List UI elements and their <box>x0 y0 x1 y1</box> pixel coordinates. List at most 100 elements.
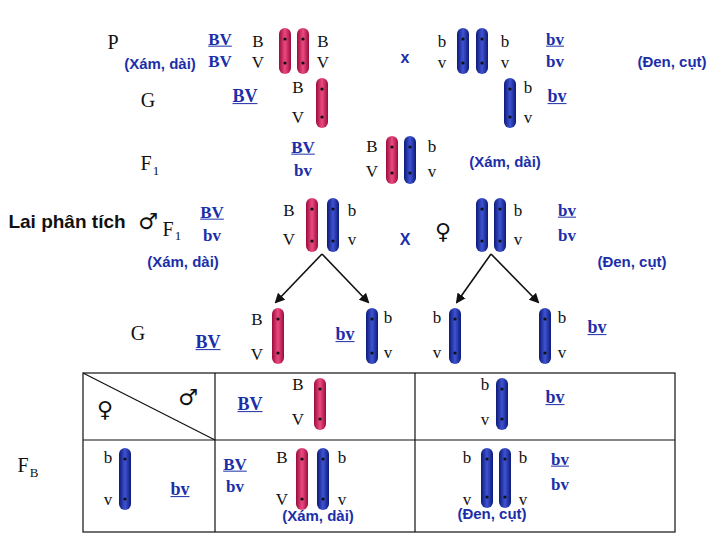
allele-letter: b <box>384 309 393 328</box>
gene-locus <box>123 497 126 500</box>
gene-locus <box>485 457 488 460</box>
allele-letter: b <box>438 33 447 52</box>
allele-letter: v <box>428 163 437 182</box>
chromosome <box>499 448 511 508</box>
genotype-denominator: bv <box>203 227 221 246</box>
generation-label: G <box>131 322 145 344</box>
allele-letter: B <box>283 202 294 221</box>
gene-locus <box>453 317 456 320</box>
chromosome <box>476 28 488 74</box>
gene-locus <box>498 239 501 242</box>
allele-letter: V <box>252 54 264 73</box>
gene-locus <box>310 207 313 210</box>
generation-label: P <box>107 31 118 53</box>
genotype-denominator: bv <box>558 227 576 246</box>
subscript: 1 <box>153 164 160 178</box>
allele-letter: B <box>317 33 328 52</box>
allele-letter: B <box>251 311 262 330</box>
chromosome <box>314 378 326 430</box>
genotype-numerator: bv <box>551 451 569 470</box>
chromosome <box>296 448 308 510</box>
chromosome <box>366 308 378 364</box>
gene-locus <box>543 351 546 354</box>
gene-locus <box>408 145 411 148</box>
gene-locus <box>500 417 503 420</box>
genotype-numerator: BV <box>291 139 315 158</box>
chromosome <box>504 78 516 128</box>
allele-letter: V <box>276 491 288 510</box>
generation-label: G <box>141 89 155 111</box>
allele-letter: B <box>276 449 287 468</box>
gamete-genotype: BV <box>232 87 257 107</box>
allele-letter: B <box>292 376 303 395</box>
gamete-genotype: bv <box>587 318 606 338</box>
gene-locus <box>321 497 324 500</box>
table-rule <box>414 373 415 532</box>
phenotype-label: (Xám, dài) <box>282 508 354 525</box>
gene-locus <box>300 497 303 500</box>
allele-letter: b <box>428 138 437 157</box>
genotype-denominator: bv <box>294 162 312 181</box>
chromosome <box>327 198 339 252</box>
allele-letter: b <box>558 309 567 328</box>
allele-letter: v <box>433 344 442 363</box>
gene-locus <box>480 239 483 242</box>
allele-letter: v <box>524 109 533 128</box>
gene-locus <box>370 317 373 320</box>
phenotype-label: (Xám, dài) <box>124 56 196 73</box>
gene-locus <box>500 387 503 390</box>
table-border <box>83 373 675 532</box>
gene-locus <box>301 37 304 40</box>
chromosome <box>317 448 329 510</box>
allele-letter: B <box>292 79 303 98</box>
allele-letter: b <box>463 449 472 468</box>
arrow <box>457 254 491 302</box>
gene-locus <box>480 61 483 64</box>
gamete-genotype: bv <box>170 480 189 500</box>
genotype-numerator: BV <box>223 456 247 475</box>
gamete-genotype: bv <box>335 325 354 345</box>
phenotype-label: (Xám, dài) <box>469 154 541 171</box>
chromosome <box>494 198 506 252</box>
gene-locus <box>123 457 126 460</box>
allele-letter: v <box>501 54 510 73</box>
genotype-denominator: BV <box>208 53 232 72</box>
chromosome <box>306 198 318 252</box>
cross-sign: x <box>401 49 410 67</box>
genotype-numerator: BV <box>200 204 224 223</box>
gene-locus <box>480 207 483 210</box>
gamete-genotype: bv <box>547 87 566 107</box>
gene-locus <box>320 115 323 118</box>
gene-locus <box>310 239 313 242</box>
allele-letter: v <box>384 344 393 363</box>
gene-locus <box>408 171 411 174</box>
allele-letter: b <box>481 376 490 395</box>
gene-locus <box>498 207 501 210</box>
genotype-numerator: bv <box>558 202 576 221</box>
gene-locus <box>461 61 464 64</box>
gene-locus <box>331 207 334 210</box>
chromosome <box>119 448 131 510</box>
allele-letter: b <box>433 309 442 328</box>
allele-letter: V <box>292 109 304 128</box>
genotype-numerator: bv <box>546 31 564 50</box>
gene-locus <box>390 171 393 174</box>
chromosomes <box>119 28 551 510</box>
subscript: 1 <box>175 229 182 243</box>
chromosome <box>539 308 551 364</box>
genotype-numerator: BV <box>208 31 232 50</box>
chromosome <box>481 448 493 508</box>
generation-label: F <box>162 218 173 240</box>
chromosome <box>316 78 328 128</box>
genotype-denominator: bv <box>546 53 564 72</box>
table-rule <box>83 439 675 440</box>
allele-letter: b <box>514 202 523 221</box>
table-diagonal <box>83 373 215 440</box>
sex-symbol: ♂ <box>178 386 198 410</box>
chromosome <box>404 136 416 184</box>
gene-locus <box>543 317 546 320</box>
gene-locus <box>283 61 286 64</box>
allele-letter: B <box>252 33 263 52</box>
chromosome <box>297 28 309 74</box>
